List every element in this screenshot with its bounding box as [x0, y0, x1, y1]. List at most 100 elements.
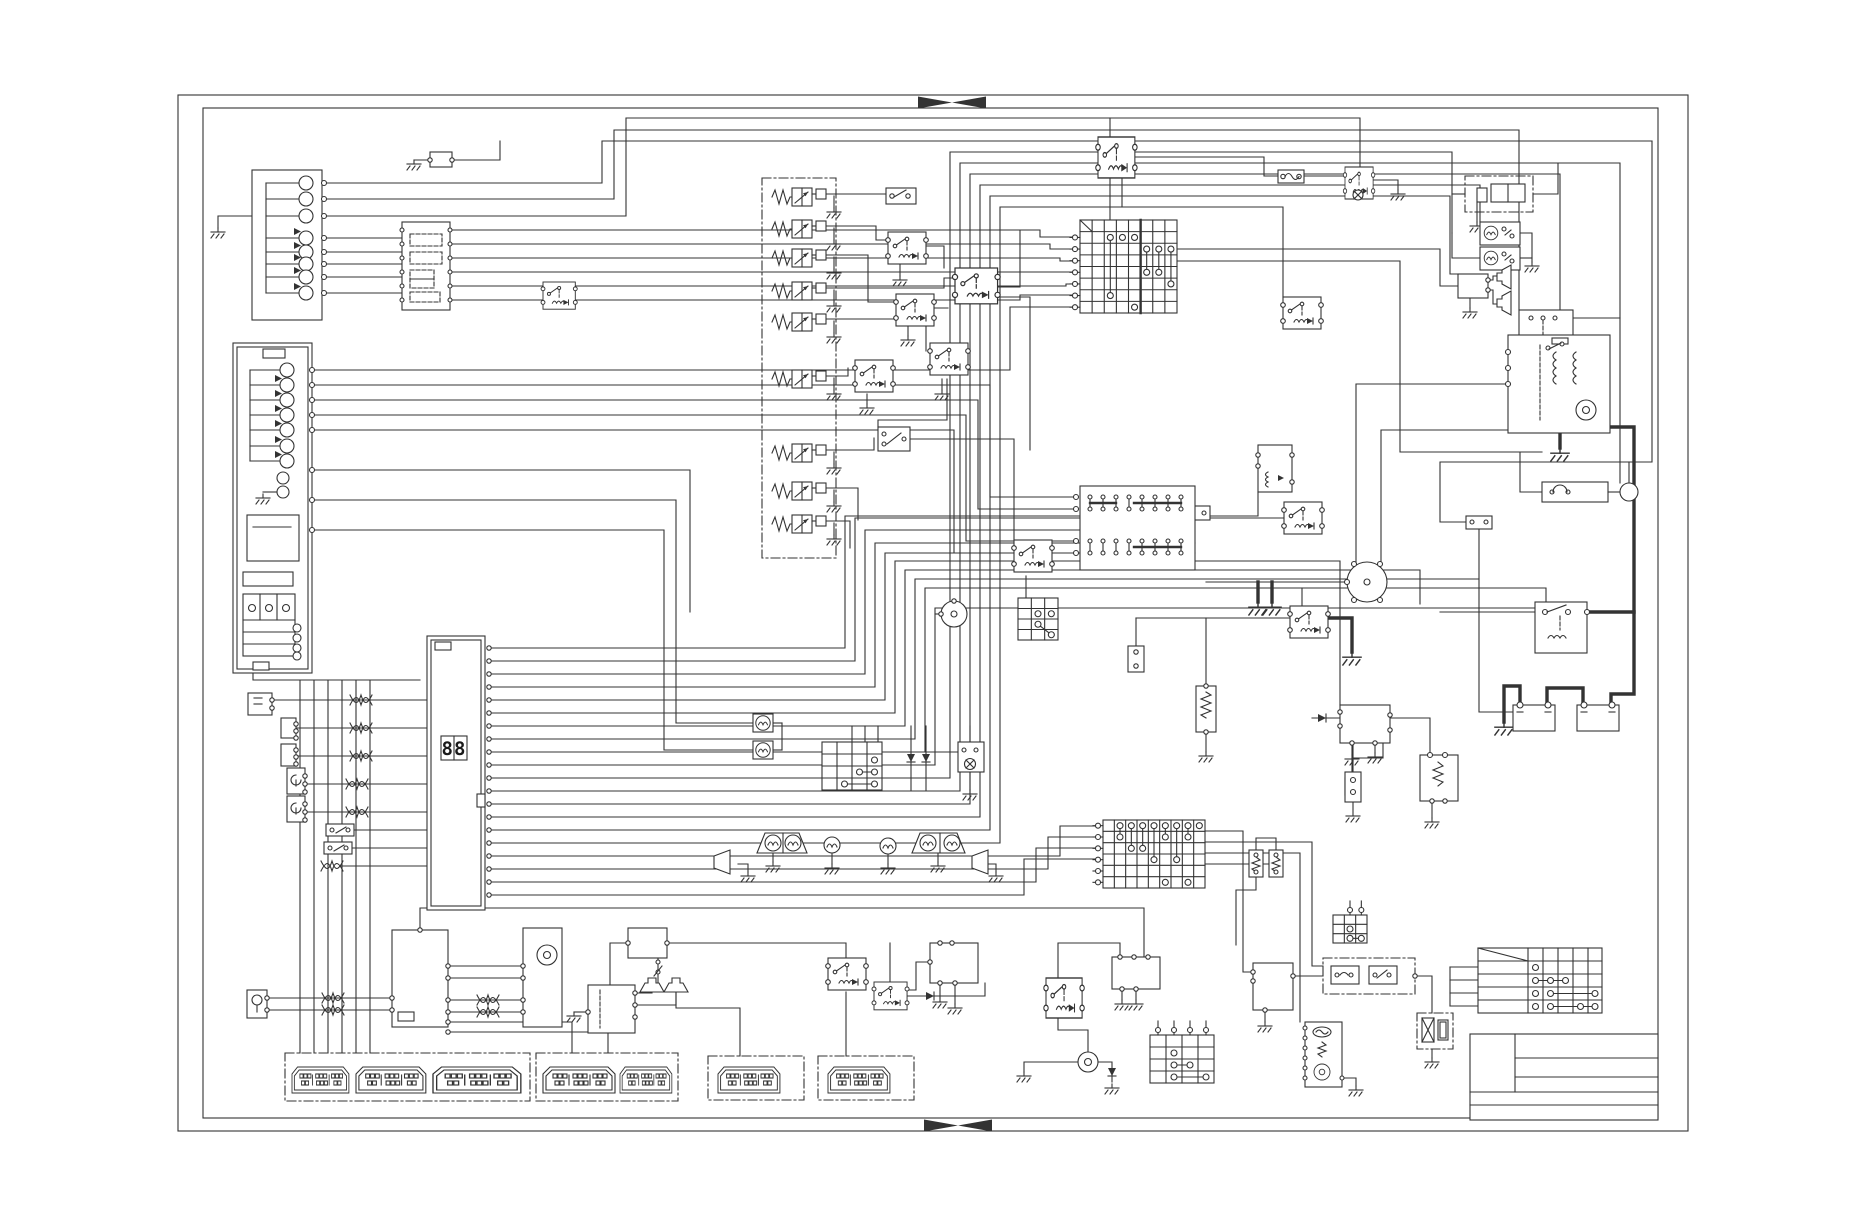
monitor-panel — [426, 635, 492, 911]
shape — [1094, 867, 1102, 875]
resistor-link — [1248, 849, 1264, 878]
shape — [1576, 1002, 1585, 1011]
shape — [1262, 1007, 1268, 1013]
shape — [1106, 233, 1114, 241]
shape — [389, 1007, 395, 1013]
shape — [1131, 233, 1139, 241]
alternator — [1343, 560, 1388, 604]
shape — [1034, 610, 1042, 618]
shape — [1619, 482, 1639, 502]
shape — [1126, 550, 1132, 556]
wire — [252, 672, 421, 681]
shape — [522, 927, 563, 1028]
shape — [1113, 538, 1119, 544]
wire — [965, 759, 975, 769]
shape — [279, 422, 295, 438]
small-box — [1465, 515, 1493, 530]
lampg-icon — [1483, 250, 1499, 266]
shape — [320, 234, 328, 242]
shape — [275, 390, 282, 397]
shape — [1072, 537, 1080, 545]
shape — [707, 1055, 805, 1101]
shape — [1126, 538, 1132, 544]
shape — [1591, 1002, 1599, 1011]
shape — [1257, 444, 1293, 493]
small-module — [427, 151, 455, 168]
shape — [1079, 485, 1196, 571]
wire — [996, 296, 1031, 451]
wire — [1341, 1077, 1357, 1087]
gnd-icon — [826, 239, 842, 251]
shape — [445, 997, 451, 1003]
relay-icon — [540, 281, 578, 310]
wire — [487, 607, 1536, 766]
wire — [487, 847, 1100, 883]
shape — [520, 963, 526, 969]
horn-button — [1541, 481, 1639, 503]
work-lamp — [879, 837, 897, 855]
gnd-icon — [1128, 999, 1144, 1011]
shape — [264, 1007, 270, 1013]
wire — [1097, 1061, 1113, 1083]
wire — [1600, 425, 1636, 704]
shape — [1173, 856, 1181, 864]
shape — [1504, 364, 1512, 372]
shape — [298, 230, 314, 246]
fuse-box — [251, 169, 328, 321]
small-relay — [1127, 645, 1145, 673]
shape — [1387, 727, 1393, 733]
horng-icon — [663, 977, 689, 993]
gnd-icon — [1348, 1085, 1364, 1097]
wire — [487, 587, 1547, 753]
shape — [445, 963, 451, 969]
wire — [1532, 162, 1559, 195]
shape — [1561, 976, 1570, 985]
wire — [487, 517, 1285, 662]
shape — [870, 780, 879, 788]
shape — [1464, 175, 1534, 213]
shape — [320, 260, 328, 268]
shape — [409, 291, 441, 303]
relay-icon — [825, 957, 869, 991]
switch-matrix-table — [1332, 900, 1368, 944]
shape — [1429, 798, 1435, 804]
relay-with-lamp — [1342, 166, 1376, 201]
shape — [1131, 303, 1139, 311]
relay — [1280, 296, 1324, 330]
shape — [1094, 856, 1102, 863]
shape — [1072, 493, 1080, 501]
gnd-icon — [406, 159, 422, 171]
shape — [1186, 1026, 1194, 1034]
shape — [1113, 550, 1119, 556]
wire — [487, 560, 1341, 714]
shape — [1302, 1025, 1308, 1031]
controller-unit — [1111, 954, 1161, 992]
shape — [1071, 257, 1079, 264]
wire — [325, 140, 1653, 184]
gnd-icon — [892, 275, 908, 287]
shape — [389, 995, 395, 1001]
shape — [486, 736, 492, 742]
shape — [486, 827, 492, 833]
wire — [449, 243, 1077, 250]
shape — [298, 208, 314, 224]
wire — [923, 245, 945, 269]
lamp-switch-unit — [1479, 221, 1521, 246]
shape — [280, 717, 297, 739]
wire — [1414, 975, 1433, 1014]
shape — [664, 940, 670, 946]
gnd-icon — [826, 301, 842, 313]
relay-icon — [1095, 136, 1138, 179]
shape — [275, 436, 282, 443]
speaker — [639, 977, 665, 993]
wire — [825, 520, 851, 549]
shape — [447, 297, 453, 303]
gnd-icon — [1016, 1071, 1032, 1083]
wire — [1439, 140, 1653, 523]
gnd-icon — [1342, 651, 1362, 666]
switch-matrix-table — [1069, 218, 1178, 315]
wire — [1023, 1061, 1079, 1073]
shape — [447, 283, 453, 289]
switch-matrix-table — [1017, 597, 1059, 641]
wire — [906, 982, 986, 997]
